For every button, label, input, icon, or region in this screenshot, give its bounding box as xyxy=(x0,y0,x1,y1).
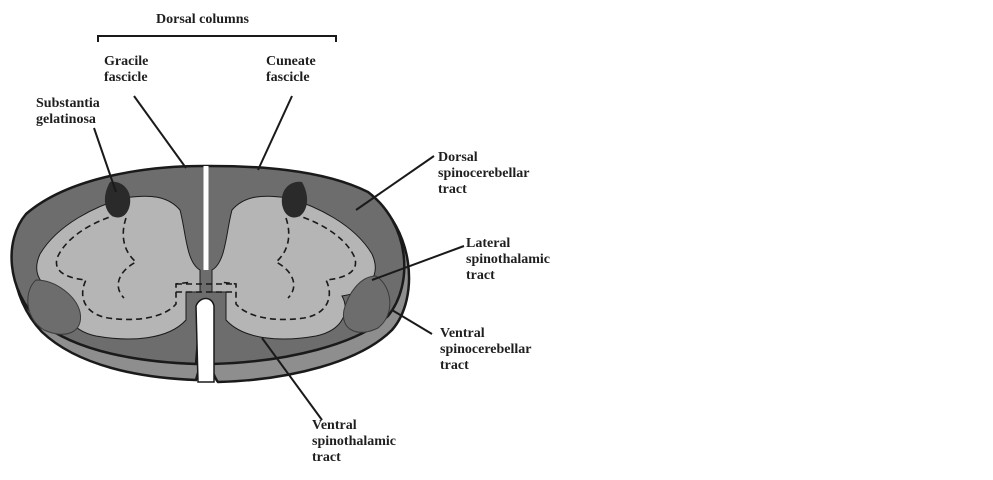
gracile-line-1: Gracile xyxy=(104,54,148,70)
dsc-line-3: tract xyxy=(438,182,530,198)
vsc-line-3: tract xyxy=(440,358,532,374)
leader-gracile xyxy=(134,96,186,168)
lst-line-1: Lateral xyxy=(466,236,550,252)
leader-cuneate xyxy=(258,96,292,170)
lst-line-3: tract xyxy=(466,268,550,284)
ventral-spinocerebellar-label: Ventral spinocerebellar tract xyxy=(440,326,532,374)
gracile-fascicle-label: Gracile fascicle xyxy=(104,54,148,86)
ventral-spinothalamic-label: Ventral spinothalamic tract xyxy=(312,418,396,466)
dorsal-columns-text: Dorsal columns xyxy=(156,12,249,28)
ventral-median-fissure xyxy=(196,299,214,383)
dorsal-spinocerebellar-label: Dorsal spinocerebellar tract xyxy=(438,150,530,198)
vsc-line-1: Ventral xyxy=(440,326,532,342)
cuneate-line-1: Cuneate xyxy=(266,54,316,70)
vst-line-2: spinothalamic xyxy=(312,434,396,450)
gracile-line-2: fascicle xyxy=(104,70,148,86)
leader-dorsal-spinocerebellar xyxy=(356,156,434,210)
cuneate-line-2: fascicle xyxy=(266,70,316,86)
vst-line-3: tract xyxy=(312,450,396,466)
dsc-line-2: spinocerebellar xyxy=(438,166,530,182)
vst-line-1: Ventral xyxy=(312,418,396,434)
dsc-line-1: Dorsal xyxy=(438,150,530,166)
dorsal-columns-bracket xyxy=(98,36,336,42)
lateral-spinothalamic-label: Lateral spinothalamic tract xyxy=(466,236,550,284)
substantia-line-1: Substantia xyxy=(36,96,100,112)
lst-line-2: spinothalamic xyxy=(466,252,550,268)
substantia-line-2: gelatinosa xyxy=(36,112,100,128)
dorsal-columns-label: Dorsal columns xyxy=(156,12,249,28)
substantia-gelatinosa-label: Substantia gelatinosa xyxy=(36,96,100,128)
vsc-line-2: spinocerebellar xyxy=(440,342,532,358)
cuneate-fascicle-label: Cuneate fascicle xyxy=(266,54,316,86)
